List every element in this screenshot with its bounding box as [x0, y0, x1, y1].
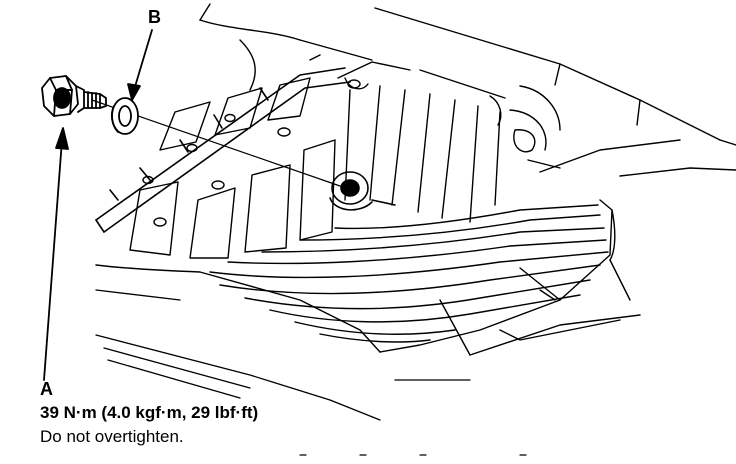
drain-bolt-icon: [41, 75, 107, 117]
torque-spec: 39 N·m (4.0 kgf·m, 29 lbf·ft): [40, 403, 259, 422]
chassis-lines: [95, 289, 471, 421]
engine-block-outline: [199, 3, 736, 177]
leader-arrow-b: [127, 29, 153, 101]
caution-note: Do not overtighten.: [40, 427, 184, 446]
sealing-washer-icon: [111, 97, 139, 135]
leader-arrow-a: [43, 127, 69, 381]
callout-b: B: [148, 7, 161, 27]
oil-pan-body: [95, 77, 641, 356]
drain-hole-boss: [329, 171, 396, 211]
callout-a: A: [40, 379, 53, 399]
